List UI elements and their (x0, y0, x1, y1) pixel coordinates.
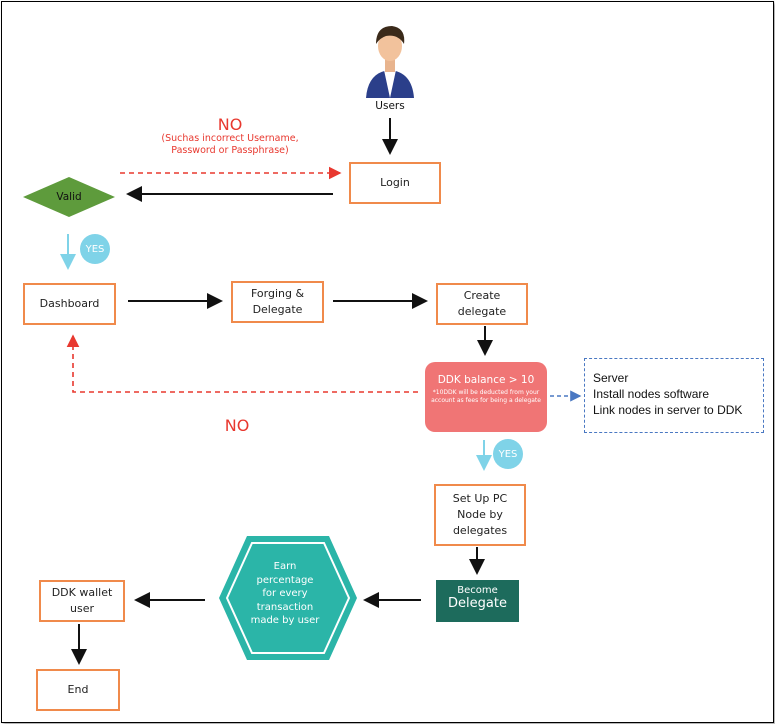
yes-balance-badge: YES (493, 439, 523, 469)
login-box: Login (349, 162, 441, 204)
earn-text: Earn percentage for every transaction ma… (243, 560, 327, 628)
valid-label: Valid (56, 191, 82, 203)
user-avatar-icon (366, 26, 414, 98)
no-login-reason-line1: (Suchas incorrect Username, (161, 133, 299, 144)
server-line-1: Server (593, 371, 629, 385)
end-box: End (36, 669, 120, 711)
no-balance-label: NO (224, 416, 250, 435)
arrow-no-balance (66, 334, 418, 393)
setup-line1: Set Up PC (452, 492, 508, 506)
forging-delegate-box: Forging & Delegate (231, 281, 324, 323)
create-line2: delegate (457, 305, 507, 318)
earn-line-5: made by user (250, 615, 320, 626)
forging-line1: Forging & (250, 287, 305, 301)
create-delegate-box: Create delegate (436, 283, 528, 325)
become-line2: Delegate (448, 596, 507, 611)
login-label: Login (380, 176, 410, 190)
no-login-reason: (Suchas incorrect Username, Password or … (140, 133, 320, 158)
no-login-label: NO (217, 115, 243, 134)
ddk-wallet-user-box: DDK wallet user (39, 580, 125, 622)
wallet-line1: DDK wallet (51, 586, 113, 600)
balance-title: DDK balance > 10 (437, 374, 535, 386)
earn-line-4: transaction (256, 601, 314, 613)
become-line1: Become (457, 585, 498, 596)
setup-pc-node-box: Set Up PC Node by delegates (434, 484, 526, 546)
earn-line-1: Earn (273, 561, 297, 572)
server-line-2: Install nodes software (593, 387, 710, 402)
earn-hexagon (219, 536, 357, 660)
valid-diamond (23, 177, 115, 217)
setup-line3: delegates (452, 523, 508, 537)
earn-line-2: percentage (256, 574, 314, 586)
wallet-line2: user (70, 602, 94, 615)
create-line1: Create (463, 289, 501, 303)
users-label: Users (375, 100, 405, 112)
dashboard-label: Dashboard (39, 297, 100, 311)
server-line-3: Link nodes in server to DDK (593, 403, 743, 418)
become-delegate-box: Become Delegate (436, 580, 519, 622)
no-login-reason-line2: Password or Passphrase) (171, 145, 289, 157)
yes-valid-badge: YES (80, 234, 110, 264)
setup-line2: Node by (457, 508, 503, 522)
forging-line2: Delegate (252, 303, 303, 316)
ddk-balance-box: DDK balance > 10 *10DDK will be deducted… (425, 362, 547, 432)
balance-note: *10DDK will be deducted from your accoun… (431, 389, 541, 404)
dashboard-box: Dashboard (23, 283, 116, 325)
server-box: Server Install nodes software Link nodes… (584, 358, 764, 433)
earn-line-3: for every (262, 588, 308, 599)
end-label: End (67, 683, 89, 697)
